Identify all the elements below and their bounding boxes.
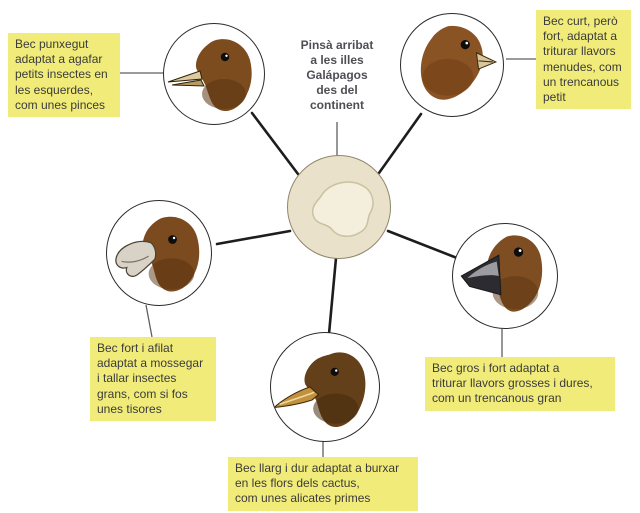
label-bec-llarg: Bec llarg i dur adaptat a burxar en les … <box>228 457 418 511</box>
center-caption: Pinsà arribat a les illes Galápagos des … <box>300 38 374 112</box>
node-finch-pointed-beak <box>163 23 265 125</box>
finch-hooked-beak-icon <box>115 216 200 292</box>
node-finch-short-beak <box>400 13 504 117</box>
label-bec-punxegut: Bec punxegut adaptat a agafar petits ins… <box>8 33 120 118</box>
finch-pointed-beak-icon <box>167 39 252 112</box>
label-bec-curt: Bec curt, però fort, adaptat a triturar … <box>536 10 631 110</box>
node-ancestor <box>287 155 391 259</box>
label-bec-fort-afilat: Bec fort i afilat adaptat a mossegar i t… <box>90 337 216 422</box>
label-connector-lines <box>119 58 537 458</box>
finch-long-curved-beak-icon <box>272 352 366 428</box>
node-finch-large-dark-beak <box>452 223 558 329</box>
label-bec-gros: Bec gros i fort adaptat a triturar llavo… <box>425 357 615 411</box>
finch-short-beak-icon <box>420 25 498 100</box>
ancestor-finch-silhouette-icon <box>311 181 374 237</box>
spoke-lines <box>215 111 459 336</box>
node-finch-hooked-beak <box>106 200 212 306</box>
finch-large-dark-beak-icon <box>460 235 543 312</box>
node-finch-long-curved-beak <box>270 332 380 442</box>
